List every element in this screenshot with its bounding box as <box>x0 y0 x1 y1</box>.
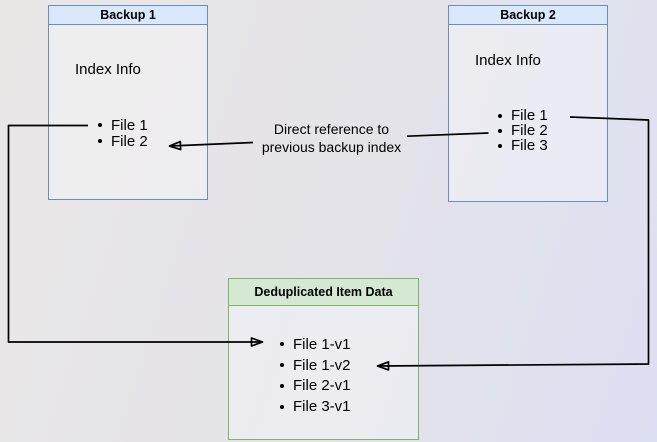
backup-1-file-list: File 1 File 2 <box>98 116 148 150</box>
list-item: File 1-v1 <box>280 334 351 355</box>
list-item: File 1 <box>498 107 548 124</box>
backup-2-file-list: File 1 File 2 File 3 <box>498 107 548 154</box>
file-label: File 2 <box>111 132 148 150</box>
file-label: File 3 <box>511 137 548 154</box>
annotation-line-1: Direct reference to <box>273 121 390 137</box>
node-dedup-title: Deduplicated Item Data <box>229 279 418 306</box>
list-item: File 1 <box>98 116 148 134</box>
bullet-icon <box>98 123 102 127</box>
bullet-icon <box>498 113 502 118</box>
bullet-icon <box>498 143 502 148</box>
item-label: File 1-v1 <box>293 335 351 353</box>
list-item: File 3 <box>498 137 548 154</box>
file-label: File 1 <box>111 116 148 134</box>
bullet-icon <box>280 342 284 347</box>
item-label: File 2-v1 <box>293 377 351 395</box>
backup-1-index-info-label: Index Info <box>75 61 141 78</box>
connector-annotation: Direct reference to previous backup inde… <box>240 121 423 156</box>
bullet-icon <box>280 363 284 368</box>
annotation-line-2: previous backup index <box>261 138 402 155</box>
bullet-icon <box>280 383 284 388</box>
bullet-icon <box>280 404 284 409</box>
node-backup-1-title: Backup 1 <box>49 6 207 25</box>
list-item: File 2-v1 <box>280 376 351 397</box>
dedup-item-list: File 1-v1 File 1-v2 File 2-v1 File 3-v1 <box>280 334 351 417</box>
node-backup-2-title: Backup 2 <box>449 6 607 25</box>
node-backup-2: Backup 2 <box>448 5 608 202</box>
list-item: File 2 <box>98 132 148 150</box>
bullet-icon <box>498 128 502 133</box>
backup-2-index-info-label: Index Info <box>475 52 541 69</box>
item-label: File 3-v1 <box>293 398 351 416</box>
list-item: File 3-v1 <box>280 396 351 417</box>
list-item: File 2 <box>498 122 548 139</box>
bullet-icon <box>98 139 102 143</box>
list-item: File 1-v2 <box>280 355 351 376</box>
node-backup-1: Backup 1 <box>48 5 208 200</box>
item-label: File 1-v2 <box>293 356 351 374</box>
